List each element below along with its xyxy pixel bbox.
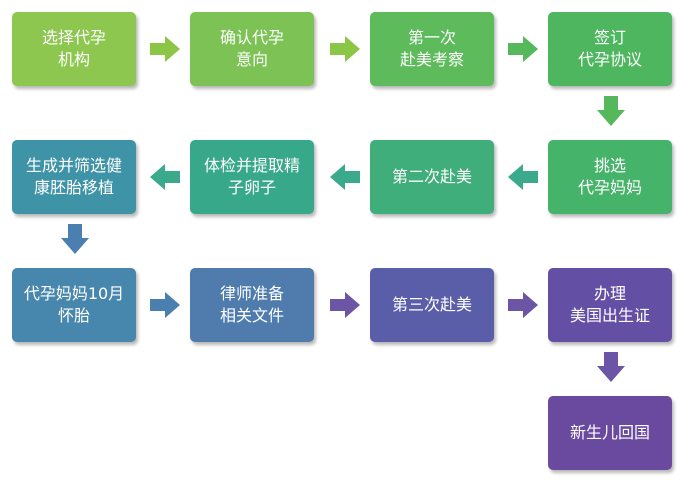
- step-label: 律师准备 相关文件: [219, 284, 284, 325]
- step-lawyer-documents: 律师准备 相关文件: [190, 268, 314, 342]
- step-choose-surrogate: 挑选 代孕妈妈: [548, 140, 672, 214]
- arrow-left-icon: [150, 164, 180, 190]
- step-label: 第二次赴美: [391, 167, 472, 186]
- arrow-down-icon: [597, 96, 625, 126]
- step-label: 体检并提取精 子卵子: [203, 156, 300, 197]
- arrow-right-icon: [508, 292, 538, 318]
- step-label: 办理 美国出生证: [569, 284, 650, 325]
- arrow-right-icon: [330, 36, 360, 62]
- arrow-right-icon: [150, 36, 180, 62]
- step-label: 签订 代孕协议: [577, 28, 642, 69]
- arrow-down-icon: [61, 224, 89, 254]
- step-label: 选择代孕 机构: [41, 28, 106, 69]
- step-confirm-intent: 确认代孕 意向: [190, 12, 314, 86]
- arrow-down-icon: [597, 352, 625, 382]
- arrow-right-icon: [330, 292, 360, 318]
- step-label: 第三次赴美: [391, 295, 472, 314]
- step-pregnancy: 代孕妈妈10月 怀胎: [12, 268, 136, 342]
- step-second-trip: 第二次赴美: [370, 140, 494, 214]
- step-sign-agreement: 签订 代孕协议: [548, 12, 672, 86]
- step-first-trip: 第一次 赴美考察: [370, 12, 494, 86]
- arrow-right-icon: [150, 292, 180, 318]
- step-birth-certificate: 办理 美国出生证: [548, 268, 672, 342]
- step-egg-sperm-retrieval-check: 生成并筛选健 康胚胎移植: [12, 140, 136, 214]
- step-return-home: 新生儿回国: [548, 396, 672, 470]
- step-label: 第一次 赴美考察: [399, 28, 464, 69]
- step-label: 代孕妈妈10月 怀胎: [23, 284, 125, 325]
- step-third-trip: 第三次赴美: [370, 268, 494, 342]
- step-label: 确认代孕 意向: [219, 28, 284, 69]
- step-label: 挑选 代孕妈妈: [577, 156, 642, 197]
- step-select-agency: 选择代孕 机构: [12, 12, 136, 86]
- step-label: 生成并筛选健 康胚胎移植: [25, 156, 122, 197]
- step-medical-exam: 体检并提取精 子卵子: [190, 140, 314, 214]
- arrow-right-icon: [508, 36, 538, 62]
- arrow-left-icon: [330, 164, 360, 190]
- arrow-left-icon: [508, 164, 538, 190]
- step-label: 新生儿回国: [569, 423, 650, 442]
